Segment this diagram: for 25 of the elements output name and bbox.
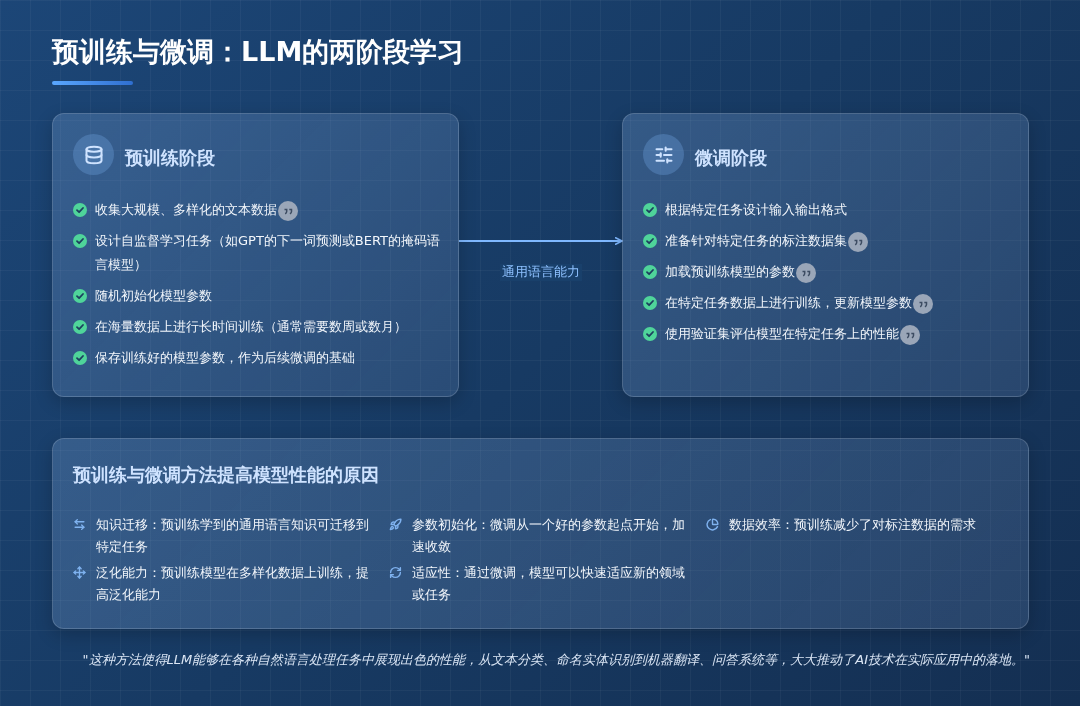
quote-caption: "这种方法使得LLM能够在各种自然语言处理任务中展现出色的性能，从文本分类、命名实体识别到机器翻译、问答系统等，大大推动了AI技术在实际应用中的落地。" — [81, 651, 1030, 669]
list-item-text: 准备针对特定任务的标注数据集 — [665, 233, 847, 248]
stage-card — [622, 113, 1029, 397]
list-item-text: 设计自监督学习任务（如GPT的下一词预测或BERT的掩码语言模型） — [95, 233, 440, 272]
reasons-card — [52, 438, 1029, 629]
list-item-text: 根据特定任务设计输入输出格式 — [665, 202, 847, 217]
list-item-text: 收集大规模、多样化的文本数据 — [95, 202, 277, 217]
card-heading: 微调阶段 — [695, 146, 767, 170]
stage-card — [52, 113, 459, 397]
list-item-text: 使用验证集评估模型在特定任务上的性能 — [665, 326, 899, 341]
reason-text: 参数初始化：微调从一个好的参数起点开始，加速收敛 — [412, 516, 686, 556]
edge-label: 通用语言能力 — [499, 264, 582, 281]
reason-text: 数据效率：预训练减少了对标注数据的需求 — [729, 516, 977, 534]
reason-text: 泛化能力：预训练模型在多样化数据上训练，提高泛化能力 — [96, 564, 370, 604]
list-item-text: 在海量数据上进行长时间训练（通常需要数周或数月） — [95, 319, 407, 334]
reason-text: 知识迁移：预训练学到的通用语言知识可迁移到特定任务 — [96, 516, 370, 556]
reason-text: 适应性：通过微调，模型可以快速适应新的领域或任务 — [412, 564, 686, 604]
list-item-text: 随机初始化模型参数 — [95, 288, 212, 303]
page-title: 预训练与微调：LLM的两阶段学习 — [52, 35, 465, 69]
list-item-text: 在特定任务数据上进行训练，更新模型参数 — [665, 295, 912, 310]
card-heading: 预训练阶段 — [125, 146, 215, 170]
arrow — [459, 237, 623, 245]
list-item-text: 加载预训练模型的参数 — [665, 264, 795, 279]
list-item-text: 保存训练好的模型参数，作为后续微调的基础 — [95, 350, 355, 365]
card-heading: 预训练与微调方法提高模型性能的原因 — [73, 464, 379, 487]
